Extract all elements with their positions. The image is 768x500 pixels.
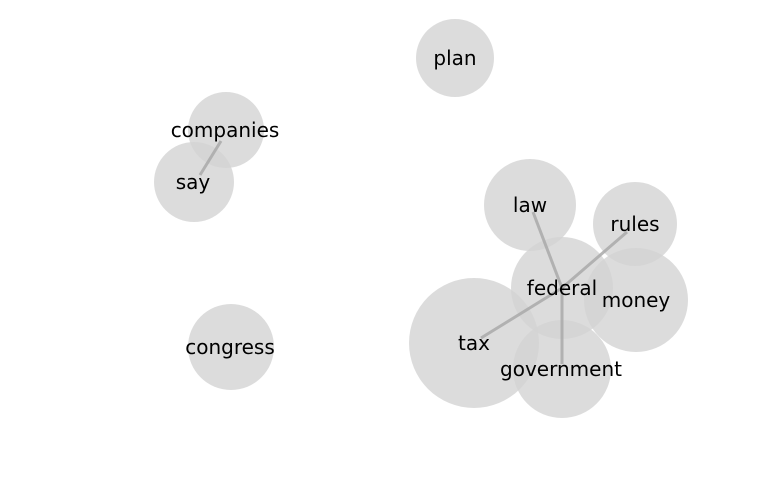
edge-federal-rules bbox=[561, 230, 628, 290]
label-plan: plan bbox=[433, 46, 476, 70]
bubble-money bbox=[584, 248, 688, 352]
label-money: money bbox=[602, 288, 671, 312]
bubble-government bbox=[513, 320, 611, 418]
label-federal: federal bbox=[527, 276, 597, 300]
label-congress: congress bbox=[185, 335, 275, 359]
bubble-congress bbox=[188, 304, 274, 390]
label-companies: companies bbox=[171, 118, 280, 142]
label-say: say bbox=[176, 170, 211, 194]
label-law: law bbox=[513, 193, 547, 217]
bubble-say bbox=[154, 142, 234, 222]
edges-layer bbox=[198, 140, 628, 364]
edge-federal-tax bbox=[480, 286, 563, 340]
edge-federal-law bbox=[531, 211, 564, 289]
label-rules: rules bbox=[610, 212, 659, 236]
bubble-plan bbox=[416, 19, 494, 97]
bubble-law bbox=[484, 159, 576, 251]
edge-companies-say bbox=[198, 140, 223, 176]
bubble-tax bbox=[409, 278, 539, 408]
label-tax: tax bbox=[458, 331, 490, 355]
label-government: government bbox=[500, 357, 622, 381]
bubbles-layer bbox=[154, 19, 688, 418]
